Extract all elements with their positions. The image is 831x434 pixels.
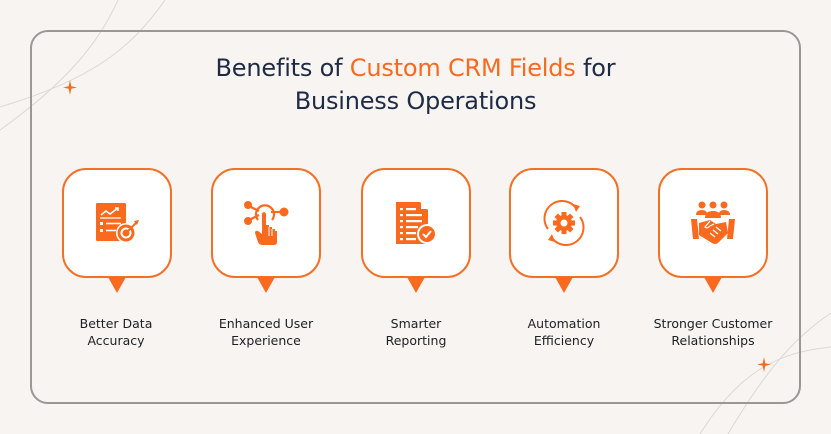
label-line1: Smarter: [390, 316, 442, 331]
pointer-arrow: [555, 277, 573, 293]
content-frame: [30, 30, 801, 404]
page-title: Benefits of Custom CRM Fields for Busine…: [0, 52, 831, 118]
pointer-arrow: [407, 277, 425, 293]
label-line2: Relationships: [671, 333, 755, 348]
label-line2: Efficiency: [533, 333, 595, 348]
title-accent: Custom CRM Fields: [349, 54, 576, 82]
report-target-icon: [94, 202, 140, 244]
benefit-card-customer-relationships: [658, 168, 768, 293]
benefit-label: Stronger Customer Relationships: [638, 315, 788, 349]
benefit-icon-box: [211, 168, 321, 278]
benefit-card-user-experience: [211, 168, 321, 293]
benefit-label: Enhanced User Experience: [191, 315, 341, 349]
team-handshake-icon: [690, 201, 736, 245]
label-line1: Stronger Customer: [653, 316, 773, 331]
pointer-arrow: [108, 277, 126, 293]
label-line2: Experience: [231, 333, 301, 348]
label-line1: Better Data: [79, 316, 153, 331]
label-line1: Enhanced User: [218, 316, 314, 331]
title-line2: Business Operations: [294, 87, 537, 115]
label-line2: Accuracy: [87, 333, 145, 348]
title-part2: for: [575, 54, 616, 82]
benefit-card-data-accuracy: [62, 168, 172, 293]
benefit-label: Better Data Accuracy: [41, 315, 191, 349]
label-line1: Automation: [527, 316, 601, 331]
benefit-card-smarter-reporting: [361, 168, 471, 293]
document-check-icon: [394, 200, 438, 246]
benefit-icon-box: [361, 168, 471, 278]
benefit-icon-box: [62, 168, 172, 278]
benefit-icon-box: [658, 168, 768, 278]
benefit-label: Automation Efficiency: [489, 315, 639, 349]
touch-network-icon: [243, 200, 289, 246]
title-part1: Benefits of: [215, 54, 350, 82]
benefit-label: Smarter Reporting: [341, 315, 491, 349]
pointer-arrow: [257, 277, 275, 293]
benefit-icon-box: [509, 168, 619, 278]
benefit-card-automation-efficiency: [509, 168, 619, 293]
gear-cycle-icon: [540, 200, 588, 246]
label-line2: Reporting: [385, 333, 447, 348]
pointer-arrow: [704, 277, 722, 293]
